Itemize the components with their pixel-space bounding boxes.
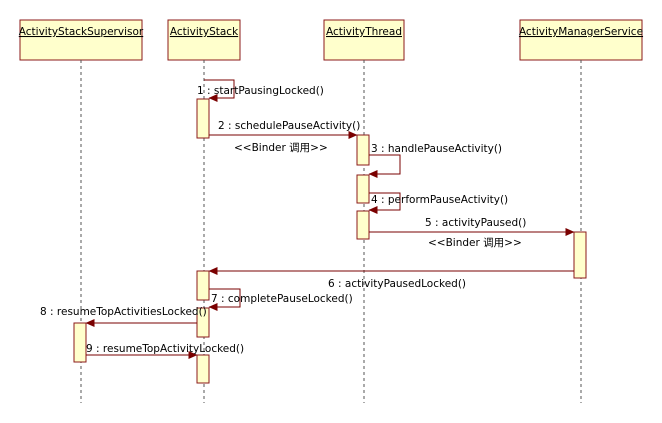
- message-label: 9 : resumeTopActivityLocked(): [86, 343, 244, 355]
- message-6: 6 : activityPausedLocked(): [208, 267, 574, 290]
- message-7: 7 : completePauseLocked(): [208, 288, 353, 311]
- message-label: 8 : resumeTopActivitiesLocked(): [40, 306, 207, 318]
- message-2: 2 : schedulePauseActivity() <<Binder 调用>…: [209, 120, 360, 154]
- message-8: 8 : resumeTopActivitiesLocked(): [40, 306, 207, 327]
- participant-activitystacksupervisor: ActivityStackSupervisor: [19, 19, 144, 61]
- activation-bar: [73, 322, 87, 363]
- participant-label: ActivityThread: [326, 26, 402, 38]
- message-label: 7 : completePauseLocked(): [211, 293, 353, 305]
- message-label: 1 : startPausingLocked(): [197, 85, 324, 97]
- participant-activitymanagerservice: ActivityManagerService: [519, 19, 643, 61]
- message-1: 1 : startPausingLocked(): [197, 79, 324, 102]
- activation-bar: [196, 98, 210, 139]
- activation-bar: [356, 210, 370, 240]
- message-label: 4 : performPauseActivity(): [371, 194, 508, 206]
- participant-label: ActivityStackSupervisor: [19, 26, 144, 38]
- message-note: <<Binder 调用>>: [234, 142, 328, 154]
- activation-bar: [196, 270, 210, 301]
- participant-activitystack: ActivityStack: [167, 19, 241, 61]
- message-4: 4 : performPauseActivity(): [368, 192, 508, 214]
- activation-bar: [356, 174, 370, 204]
- activation-bar: [356, 134, 370, 166]
- message-label: 6 : activityPausedLocked(): [328, 278, 466, 290]
- message-3: 3 : handlePauseActivity(): [368, 143, 502, 178]
- message-note: <<Binder 调用>>: [428, 237, 522, 249]
- participant-activitythread: ActivityThread: [323, 19, 405, 61]
- participant-label: ActivityManagerService: [519, 26, 643, 38]
- activation-bar: [573, 231, 587, 279]
- message-5: 5 : activityPaused() <<Binder 调用>>: [369, 217, 575, 249]
- message-label: 3 : handlePauseActivity(): [371, 143, 502, 155]
- activation-bar: [196, 354, 210, 384]
- message-label: 2 : schedulePauseActivity(): [218, 120, 360, 132]
- message-label: 5 : activityPaused(): [425, 217, 526, 229]
- message-9: 9 : resumeTopActivityLocked(): [86, 343, 244, 359]
- participant-label: ActivityStack: [170, 26, 239, 38]
